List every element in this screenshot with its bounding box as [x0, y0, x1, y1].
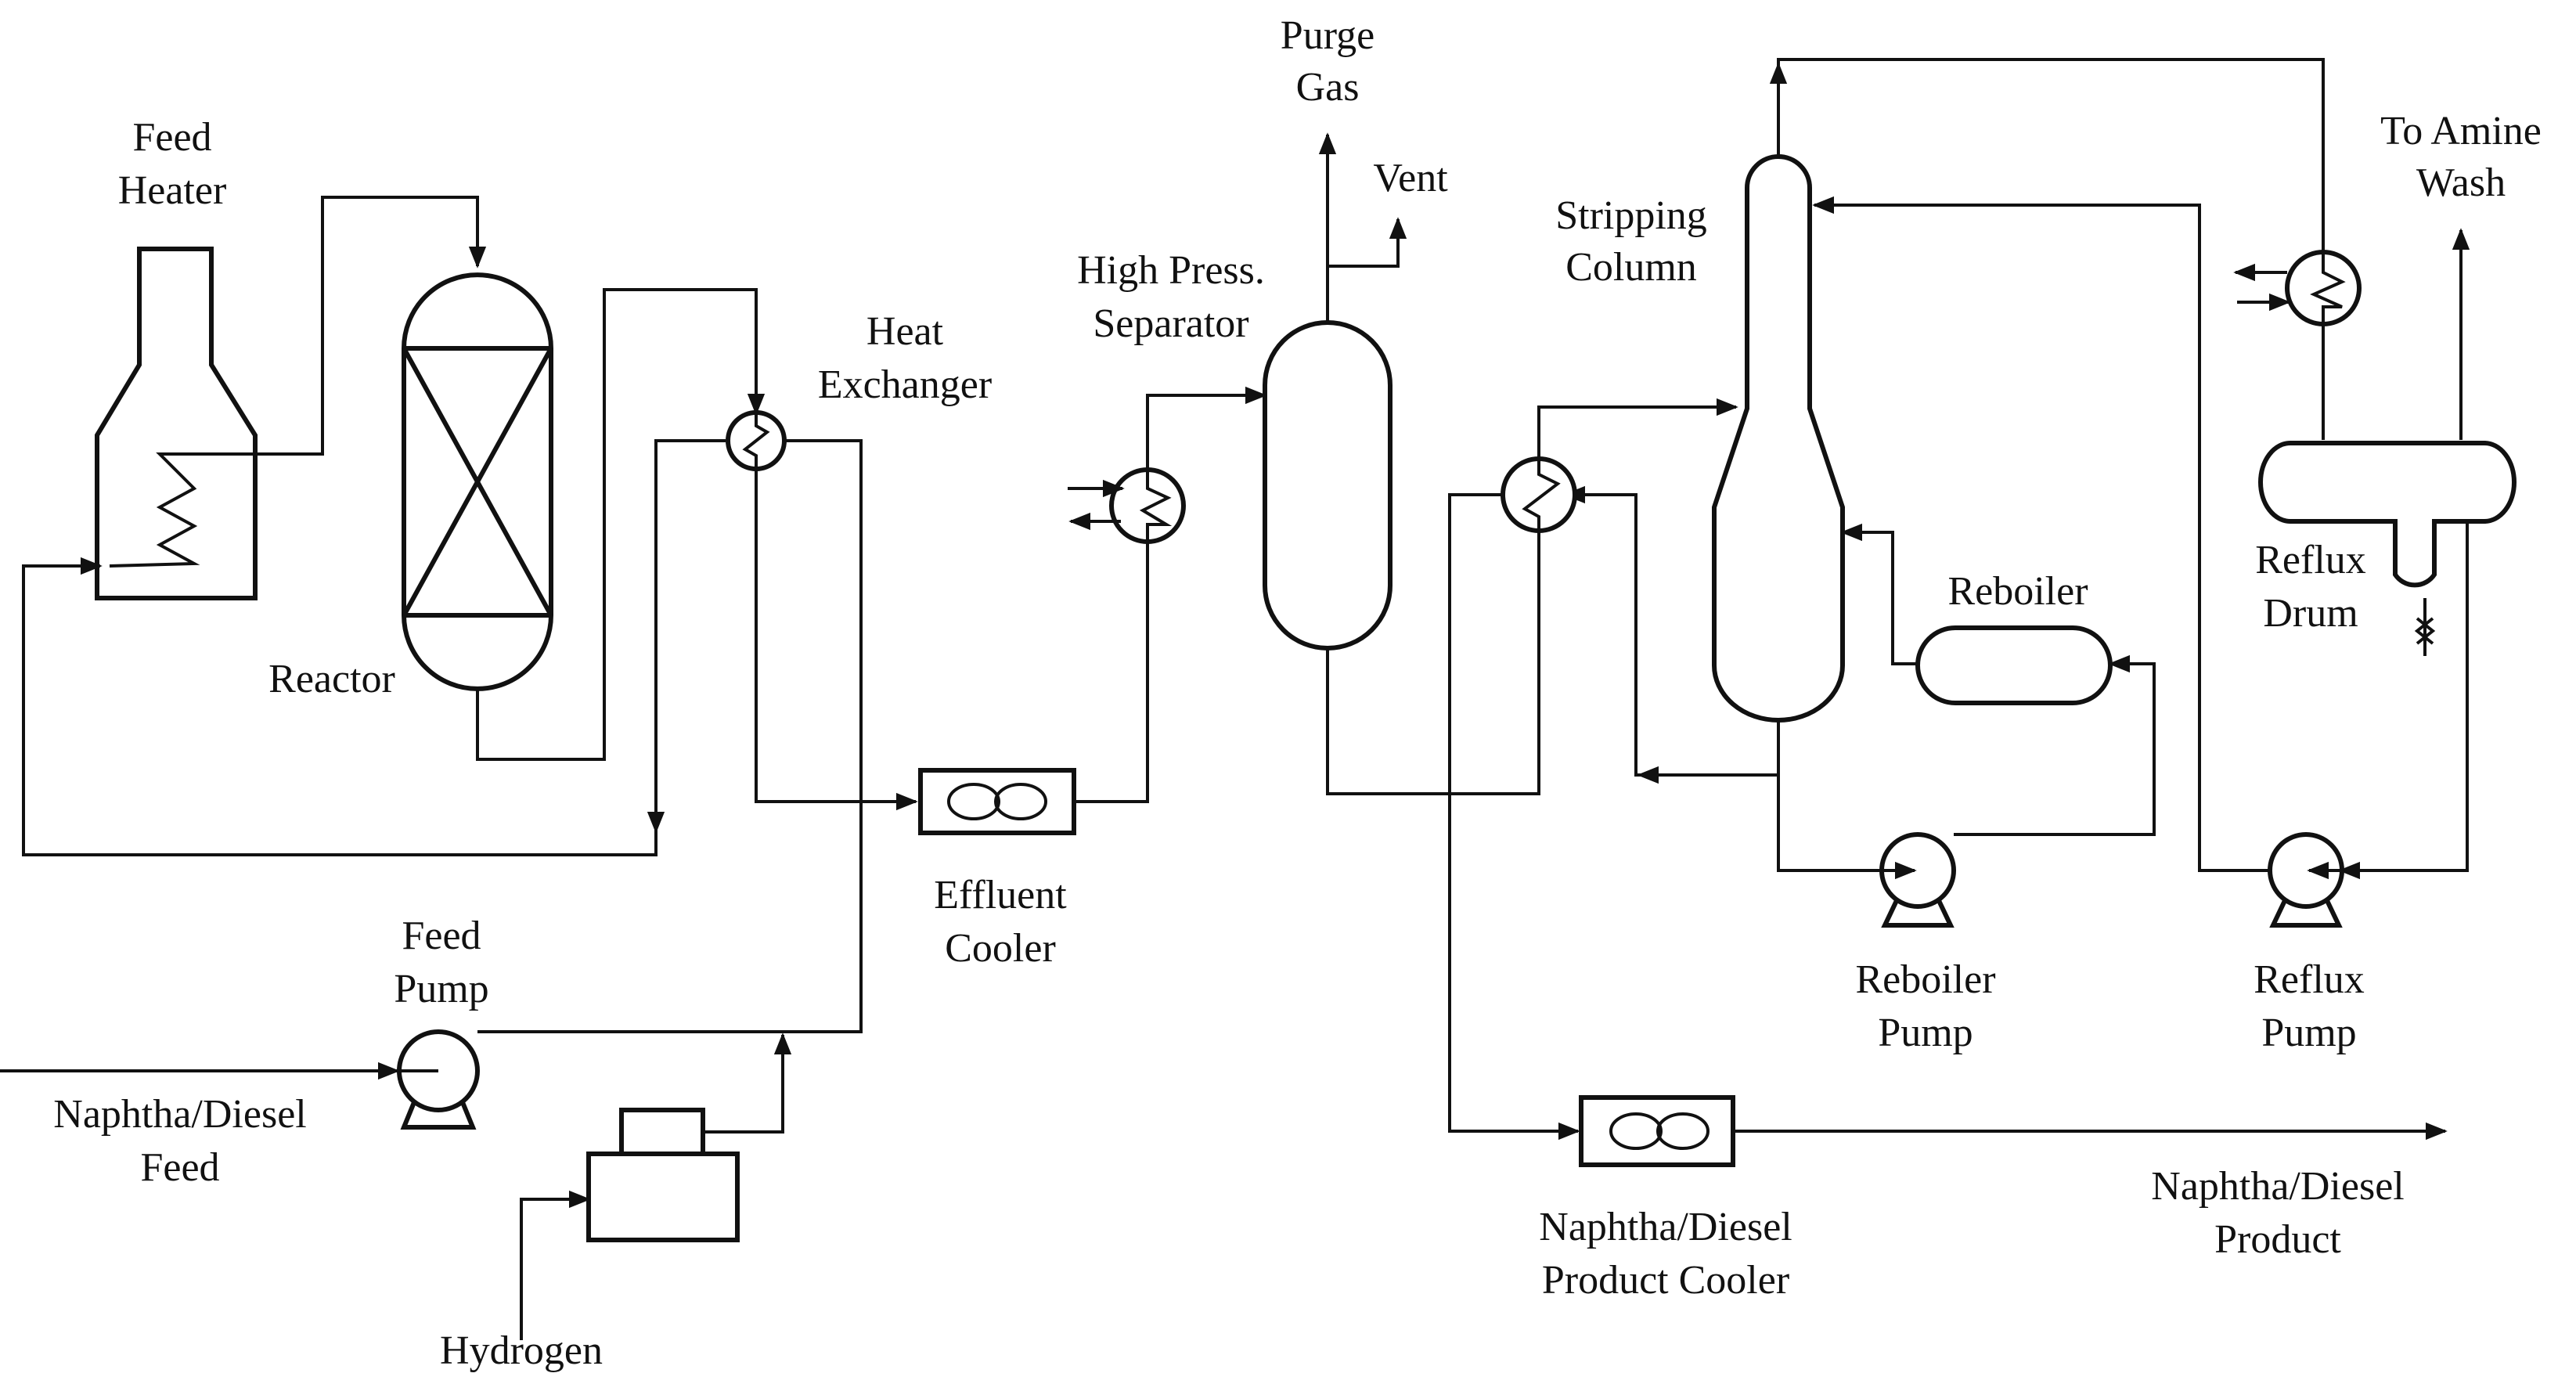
reboiler-label: Reboiler — [1947, 569, 2088, 614]
exchanger-to-product-cooler-line — [1448, 493, 1580, 1141]
overhead-vapor-line — [1777, 58, 2325, 261]
purge-gas-label-2: Gas — [1296, 65, 1360, 110]
separator-liquid-line — [1326, 517, 1540, 795]
vent-label: Vent — [1373, 156, 1448, 200]
stripping-column-label-2: Column — [1565, 245, 1697, 290]
reactor-effluent-line — [476, 288, 766, 761]
purge-gas-label-1: Purge — [1281, 13, 1374, 58]
feed-label-2: Feed — [140, 1145, 219, 1190]
reflux-pump-label-2: Pump — [2261, 1011, 2356, 1055]
feed-heater-label-2: Heater — [118, 168, 227, 213]
feed-pump-discharge-line — [477, 439, 863, 1033]
separator-trim-cooler — [1068, 467, 1186, 544]
preheated-feed-line — [22, 439, 726, 856]
stripper-feed-exchanger — [1501, 456, 1577, 533]
reboiler-pump — [1879, 832, 1956, 928]
cooler-to-separator-line — [1074, 386, 1267, 803]
hydrogen-label: Hydrogen — [440, 1328, 603, 1373]
hydrogen-compressor — [586, 1108, 740, 1242]
heat-exchanger-label-1: Heat — [866, 309, 944, 354]
reboiler-return-line — [1840, 523, 1918, 665]
separator-label-2: Separator — [1093, 301, 1248, 346]
reboiler-pump-label-1: Reboiler — [1855, 957, 1995, 1002]
feed-heater-label-1: Feed — [132, 115, 211, 160]
stripper-feed-line — [1537, 398, 1738, 468]
reflux-drum-label-1: Reflux — [2255, 538, 2366, 582]
product-cooler — [1579, 1095, 1735, 1167]
product-label-2: Product — [2214, 1217, 2341, 1262]
feed-pump — [397, 1029, 480, 1130]
reactor — [402, 272, 553, 691]
product-label-1: Naphtha/Diesel — [2151, 1164, 2404, 1209]
feed-label-1: Naphtha/Diesel — [53, 1092, 306, 1137]
feed-pump-label-2: Pump — [394, 967, 488, 1011]
separator-label-1: High Press. — [1077, 248, 1265, 293]
reboiler-pump-suction-line — [1777, 775, 1882, 872]
feed-pump-label-1: Feed — [402, 914, 481, 958]
reflux-pump-suction-line — [2338, 479, 2469, 880]
exchanger-to-cooler-line — [755, 468, 918, 811]
reflux-pump-label-1: Reflux — [2254, 957, 2365, 1002]
labels: Feed Heater Reactor Heat Exchanger High … — [53, 13, 2542, 1373]
effluent-cooler-label-2: Cooler — [945, 926, 1056, 971]
amine-wash-label-2: Wash — [2416, 160, 2506, 205]
hydrogen-inlet-line — [520, 1190, 591, 1340]
vent-line — [1328, 217, 1407, 268]
overhead-condenser — [2233, 250, 2362, 326]
reflux-drum-label-2: Drum — [2263, 591, 2358, 636]
stripper-bottoms-line — [1563, 485, 1780, 777]
feed-effluent-exchanger — [726, 410, 787, 471]
heater-coil — [109, 452, 200, 568]
process-lines — [0, 58, 2470, 1340]
effluent-cooler — [918, 768, 1076, 835]
hydrogen-compressor-discharge-line — [703, 1033, 792, 1134]
drain-valve-icon — [2414, 617, 2436, 645]
product-cooler-label-1: Naphtha/Diesel — [1539, 1205, 1792, 1249]
reflux-pump — [2268, 832, 2344, 928]
amine-wash-label-1: To Amine — [2380, 109, 2542, 153]
reboiler — [1915, 625, 2113, 705]
stripping-column — [1712, 154, 1845, 723]
stripping-column-label-1: Stripping — [1555, 193, 1707, 238]
heat-exchanger-label-2: Exchanger — [818, 362, 992, 407]
effluent-cooler-label-1: Effluent — [934, 873, 1067, 917]
product-cooler-label-2: Product Cooler — [1542, 1258, 1789, 1303]
reboiler-pump-discharge-line — [1954, 654, 2156, 836]
reflux-drum — [2258, 441, 2517, 656]
high-pressure-separator — [1263, 320, 1392, 651]
heater-outlet-line — [199, 196, 487, 456]
reactor-label: Reactor — [268, 657, 395, 701]
feed-heater — [95, 247, 258, 600]
reflux-return-line — [1812, 196, 2270, 872]
reboiler-pump-label-2: Pump — [1878, 1011, 1973, 1055]
